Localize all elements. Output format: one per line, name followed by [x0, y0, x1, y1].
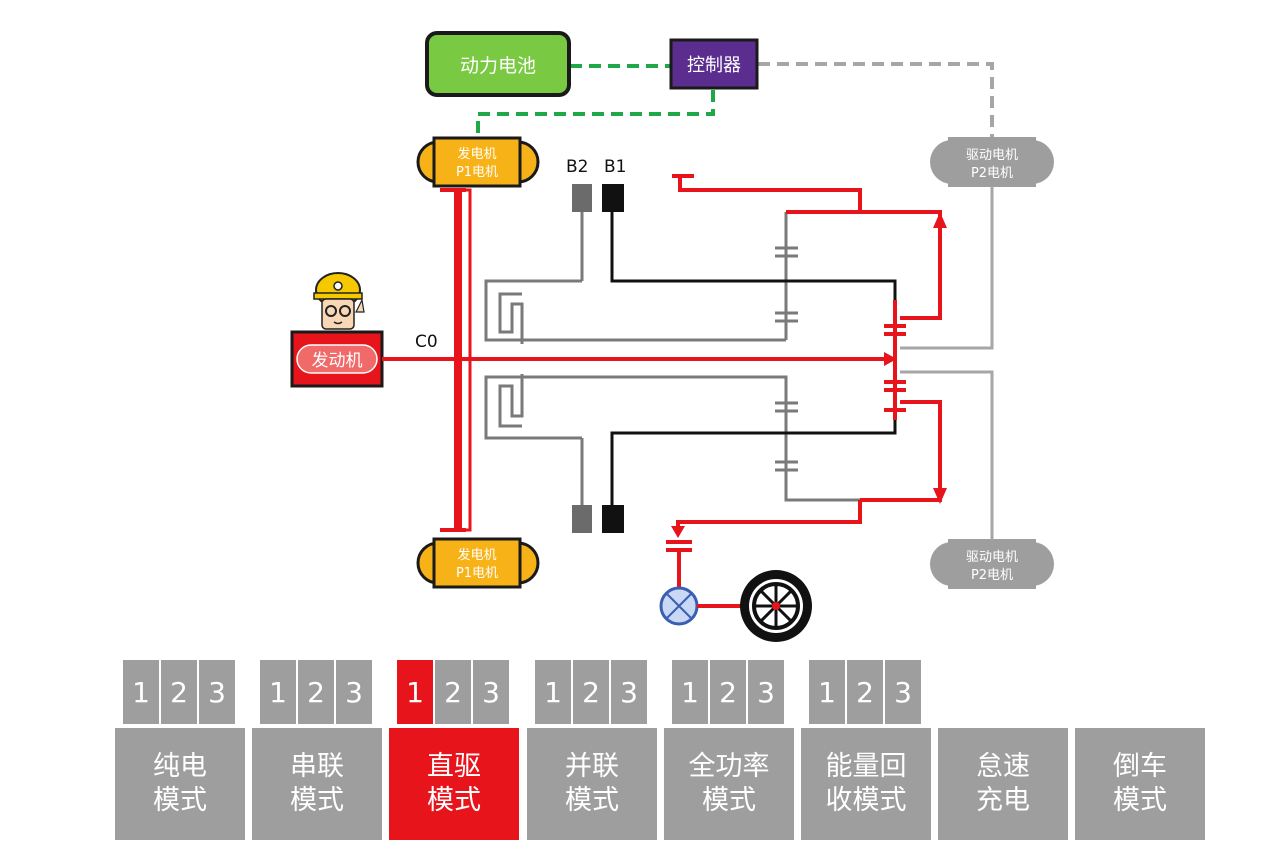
- ring-top: [582, 375, 860, 502]
- mode-button[interactable]: 倒车模式: [1075, 728, 1205, 840]
- sub-mode-button[interactable]: 2: [435, 660, 471, 724]
- output-gear: [666, 540, 692, 552]
- mode-label-line1: 怠速: [976, 751, 1030, 782]
- generator-top: 发电机 P1电机: [416, 136, 540, 188]
- housing-bottom: [484, 375, 786, 440]
- brake-b2-label: B2: [566, 157, 588, 177]
- mode-label-line2: 模式: [1113, 785, 1167, 816]
- controller-drivemotor-wire: [758, 62, 994, 142]
- drive-motor-bottom-line1: 驱动电机: [966, 550, 1018, 565]
- sub-mode-button[interactable]: 3: [885, 660, 921, 724]
- mode-button[interactable]: 直驱模式: [389, 728, 519, 840]
- sub-mode-button[interactable]: 2: [298, 660, 334, 724]
- power-battery: 动力电池: [425, 31, 571, 97]
- mode-label-line2: 模式: [153, 785, 207, 816]
- generator-bottom-line2: P1电机: [456, 566, 498, 581]
- generator-bottom-line1: 发电机: [457, 547, 496, 563]
- mode-label-line2: 模式: [565, 785, 619, 816]
- sub-mode-button[interactable]: 2: [161, 660, 197, 724]
- clutch-c0-label: C0: [415, 332, 438, 352]
- housing-inner-bottom: [498, 374, 524, 428]
- sub-mode-button[interactable]: 1: [123, 660, 159, 724]
- sub-mode-button[interactable]: 3: [611, 660, 647, 724]
- drive-motor-bottom: 驱动电机 P2电机: [930, 539, 1054, 589]
- sub-mode-button[interactable]: 3: [473, 660, 509, 724]
- mode-label-line2: 模式: [427, 785, 481, 816]
- sub-mode-button[interactable]: 2: [847, 660, 883, 724]
- flow-arrow-down: [933, 488, 947, 504]
- drivemotor-top-shaft: [900, 186, 994, 350]
- b1-shaft-top: [610, 210, 897, 300]
- mode-label-line1: 倒车: [1113, 751, 1167, 782]
- sub-mode-button[interactable]: 3: [336, 660, 372, 724]
- mode-label-line1: 直驱: [427, 751, 481, 782]
- engine: 发动机: [290, 330, 384, 388]
- mode-button[interactable]: 能量回收模式: [801, 728, 931, 840]
- sub-mode-button[interactable]: 3: [199, 660, 235, 724]
- drive-motor-bottom-line2: P2电机: [971, 568, 1013, 583]
- flow-arrow-up: [933, 212, 947, 228]
- mode-label-line1: 全功率: [688, 751, 770, 782]
- mode-label-line1: 并联: [565, 751, 619, 782]
- controller-generator-wire: [476, 90, 715, 142]
- battery-label: 动力电池: [460, 55, 536, 77]
- housing-top: [484, 279, 786, 342]
- controller-label: 控制器: [687, 55, 741, 76]
- housing-inner-top: [498, 292, 524, 344]
- mode-button[interactable]: 纯电模式: [115, 728, 245, 840]
- brake-b1-label: B1: [604, 157, 626, 177]
- sub-mode-button[interactable]: 1: [535, 660, 571, 724]
- generator-bottom: 发电机 P1电机: [416, 537, 540, 589]
- generator-top-line1: 发电机: [457, 146, 496, 162]
- drive-motor-top: 驱动电机 P2电机: [930, 137, 1054, 187]
- mode-label-line2: 收模式: [825, 785, 907, 816]
- brake-b1: B1: [602, 157, 626, 533]
- mode-button[interactable]: 并联模式: [527, 728, 657, 840]
- generator-top-line2: P1电机: [456, 165, 498, 180]
- worker-mascot-icon: [313, 272, 365, 330]
- planet-gears: [775, 246, 798, 472]
- mode-button[interactable]: 全功率模式: [664, 728, 794, 840]
- flow-arrow-output: [671, 526, 685, 538]
- mode-label-line2: 模式: [702, 785, 756, 816]
- sub-mode-button[interactable]: 3: [748, 660, 784, 724]
- mode-label-line2: 模式: [290, 785, 344, 816]
- engine-label: 发动机: [312, 351, 363, 371]
- input-shaft-arrow: [884, 352, 897, 366]
- drive-motor-top-line2: P2电机: [971, 166, 1013, 181]
- controller: 控制器: [669, 38, 759, 90]
- mode-label-line1: 能量回: [825, 751, 907, 782]
- mode-button[interactable]: 怠速充电: [938, 728, 1068, 840]
- sub-mode-button[interactable]: 2: [710, 660, 746, 724]
- mode-label-line1: 纯电: [153, 751, 207, 782]
- mode-label-line1: 串联: [290, 751, 344, 782]
- mode-label-line2: 充电: [976, 785, 1030, 816]
- power-flow-output: [672, 174, 942, 534]
- sub-mode-button[interactable]: 1: [260, 660, 296, 724]
- drive-motor-top-line1: 驱动电机: [966, 148, 1018, 163]
- mode-button[interactable]: 串联模式: [252, 728, 382, 840]
- brake-b2: B2: [566, 157, 592, 533]
- sub-mode-button[interactable]: 1: [672, 660, 708, 724]
- sub-mode-button[interactable]: 1: [809, 660, 845, 724]
- differential-icon: [659, 586, 699, 626]
- sub-mode-button[interactable]: 2: [573, 660, 609, 724]
- b1-shaft-bottom: [610, 418, 897, 505]
- drivemotor-bottom-shaft: [900, 370, 994, 540]
- sub-mode-button[interactable]: 1: [397, 660, 433, 724]
- wheel-icon: [740, 570, 812, 642]
